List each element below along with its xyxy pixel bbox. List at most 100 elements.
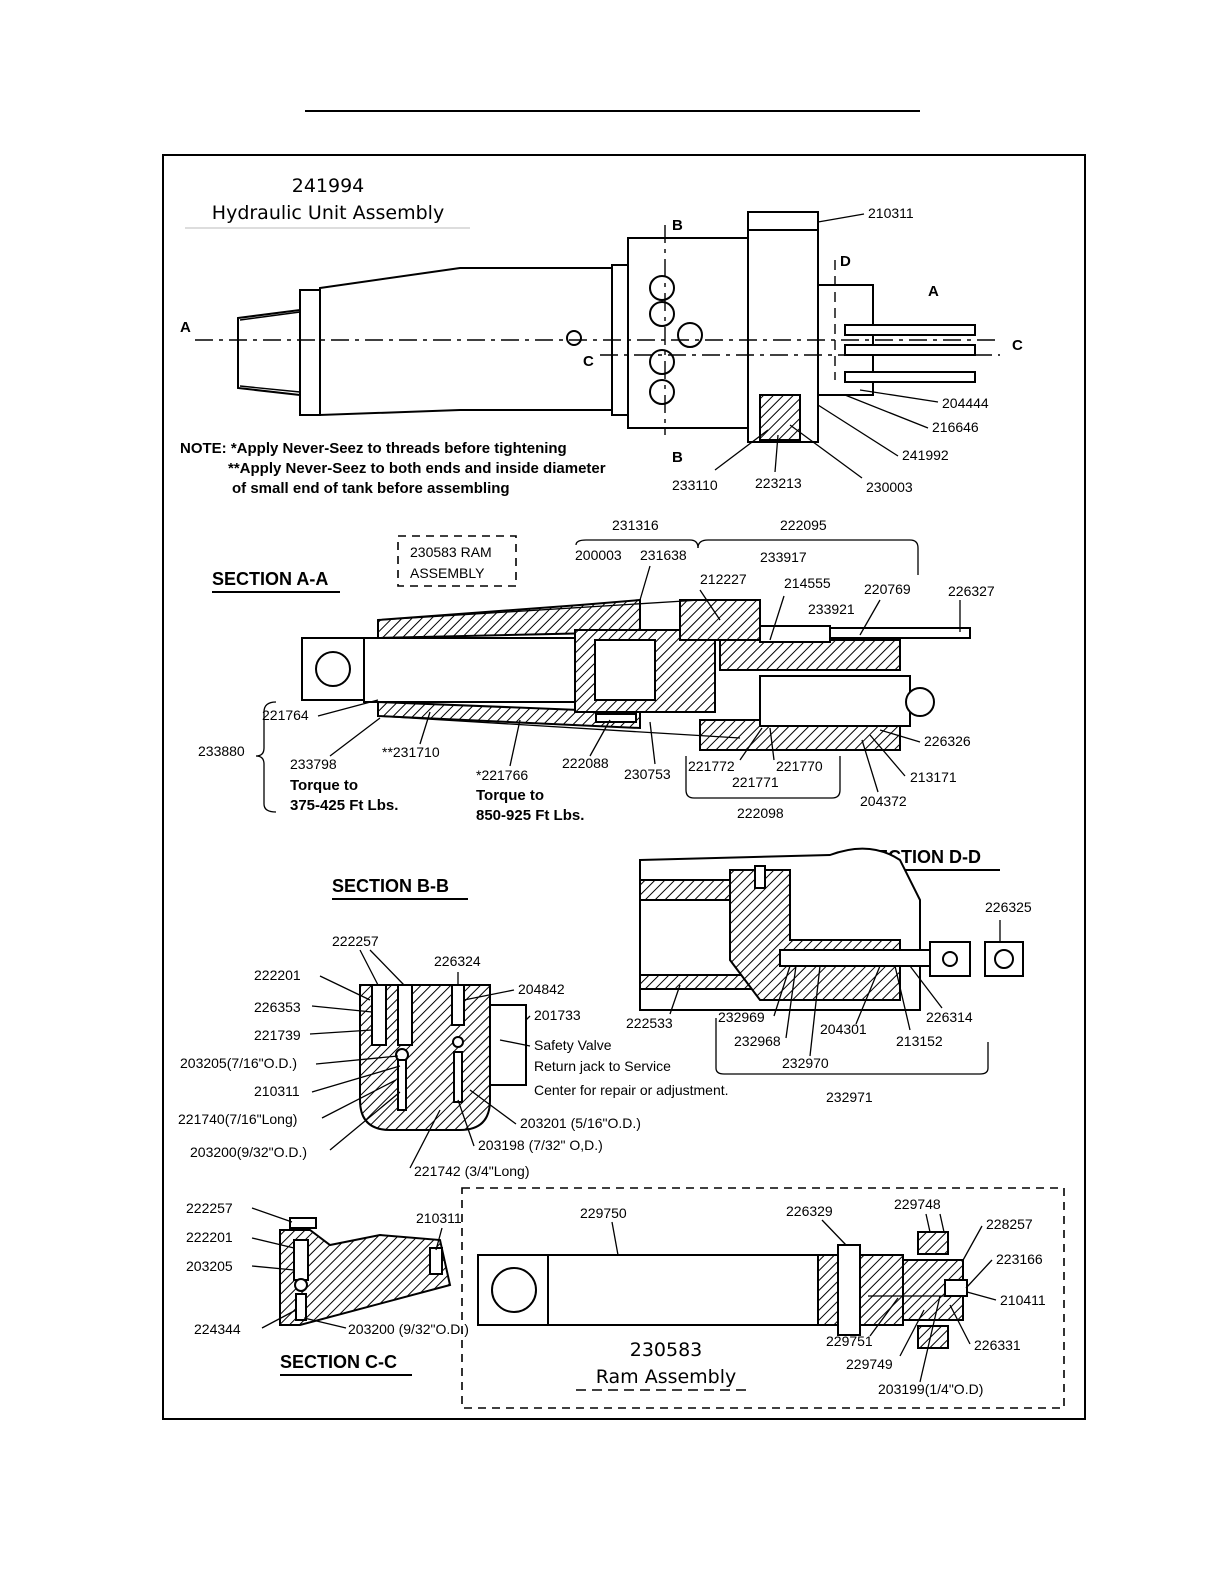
callout-bb-222201: 222201 — [254, 967, 301, 983]
callout-223213: 223213 — [755, 475, 802, 491]
section-cc-callouts: 222257 222201 203205 210311 224344 20320… — [186, 1200, 469, 1337]
callout-233880: 233880 — [198, 743, 245, 759]
callout-dd-232970: 232970 — [782, 1055, 829, 1071]
torque-2-line-2: 850-925 Ft Lbs. — [476, 807, 584, 824]
callout-cc-222201: 222201 — [186, 1229, 233, 1245]
callout-213171: 213171 — [910, 769, 957, 785]
callout-221770: 221770 — [776, 758, 823, 774]
callout-216646: 216646 — [932, 419, 979, 435]
top-view-leaders — [714, 213, 939, 479]
callout-204372: 204372 — [860, 793, 907, 809]
callout-221772: 221772 — [688, 758, 735, 774]
note-line-2: **Apply Never-Seez to both ends and insi… — [228, 460, 606, 477]
ram-assembly-callouts: 229750 226329 229748 228257 223166 21041… — [576, 1196, 1046, 1397]
safety-valve-line-1: Safety Valve — [534, 1037, 612, 1053]
callout-221764: 221764 — [262, 707, 309, 723]
callout-229750: 229750 — [580, 1205, 627, 1221]
callout-223166: 223166 — [996, 1251, 1043, 1267]
torque-1-line-1: Torque to — [290, 777, 358, 794]
callout-cc-210311: 210311 — [416, 1210, 462, 1226]
torque-1-line-2: 375-425 Ft Lbs. — [290, 797, 398, 814]
header-rule — [305, 110, 920, 112]
callout-222088: 222088 — [562, 755, 609, 771]
callout-233798: 233798 — [290, 756, 337, 772]
section-marker-d: D — [840, 253, 851, 270]
callout-dd-204301: 204301 — [820, 1021, 867, 1037]
callout-203199: 203199(1/4"O.D) — [878, 1381, 983, 1397]
callout-dd-232971: 232971 — [826, 1089, 873, 1105]
callout-230003: 230003 — [866, 479, 913, 495]
callout-bb-203205: 203205(7/16"O.D.) — [180, 1055, 297, 1071]
callout-bb-226324: 226324 — [434, 953, 481, 969]
safety-valve-line-3: Center for repair or adjustment. — [534, 1082, 729, 1098]
section-cc-heading: SECTION C-C — [280, 1352, 397, 1372]
ram-assembly-drawing — [477, 1231, 968, 1349]
callout-dd-232968: 232968 — [734, 1033, 781, 1049]
callout-dd-213152: 213152 — [896, 1033, 943, 1049]
ram-assembly-number: 230583 — [630, 1339, 703, 1361]
callout-226329: 226329 — [786, 1203, 833, 1219]
callout-231638: 231638 — [640, 547, 687, 563]
callout-221766: *221766 — [476, 767, 528, 783]
callout-cc-203200: 203200 (9/32"O.D.) — [348, 1321, 469, 1337]
ram-assembly-title: Ram Assembly — [596, 1366, 737, 1388]
callout-229748: 229748 — [894, 1196, 941, 1212]
callout-bb-204842: 204842 — [518, 981, 565, 997]
section-marker-b-top: B — [672, 217, 683, 234]
callout-bb-203198: 203198 (7/32" O,D.) — [478, 1137, 603, 1153]
callout-228257: 228257 — [986, 1216, 1033, 1232]
assembly-title: Hydraulic Unit Assembly — [212, 202, 444, 224]
callout-200003: 200003 — [575, 547, 622, 563]
section-marker-a-left: A — [180, 319, 191, 336]
callout-cc-203205: 203205 — [186, 1258, 233, 1274]
callout-204444: 204444 — [942, 395, 989, 411]
section-aa-callouts: 231316 222095 200003 231638 233917 21222… — [198, 517, 995, 824]
callout-dd-226325: 226325 — [985, 899, 1032, 915]
callout-229751: 229751 — [826, 1333, 873, 1349]
callout-230753: 230753 — [624, 766, 671, 782]
callout-bb-221742: 221742 (3/4"Long) — [414, 1163, 530, 1179]
callout-222095: 222095 — [780, 517, 827, 533]
callout-bb-221740: 221740(7/16"Long) — [178, 1111, 297, 1127]
callout-226326: 226326 — [924, 733, 971, 749]
section-bb-callouts: 222257 226324 222201 204842 226353 20173… — [178, 933, 729, 1179]
ram-box-line-1: 230583 RAM — [410, 544, 492, 560]
section-aa-drawing — [301, 598, 971, 751]
section-marker-b-bottom: B — [672, 449, 683, 466]
callout-214555: 214555 — [784, 575, 831, 591]
callout-233917: 233917 — [760, 549, 807, 565]
safety-valve-line-2: Return jack to Service — [534, 1058, 671, 1074]
section-marker-c-right: C — [1012, 337, 1023, 354]
section-cc-drawing — [279, 1217, 452, 1326]
callout-212227: 212227 — [700, 571, 747, 587]
callout-233110: 233110 — [672, 477, 718, 493]
callout-bb-203201: 203201 (5/16"O.D.) — [520, 1115, 641, 1131]
callout-231316: 231316 — [612, 517, 659, 533]
callout-226327: 226327 — [948, 583, 995, 599]
callout-221771: 221771 — [732, 774, 779, 790]
callout-210311: 210311 — [868, 205, 914, 221]
callout-210411: 210411 — [1000, 1292, 1046, 1308]
section-dd-drawing — [639, 847, 1024, 1011]
top-view-drawing — [195, 211, 1000, 443]
callout-bb-203200: 203200(9/32"O.D.) — [190, 1144, 307, 1160]
callout-233921: 233921 — [808, 601, 855, 617]
section-aa-heading: SECTION A-A — [212, 569, 328, 589]
callout-bb-201733: 201733 — [534, 1007, 581, 1023]
note-line-1: NOTE: *Apply Never-Seez to threads befor… — [180, 440, 567, 457]
callout-cc-224344: 224344 — [194, 1321, 241, 1337]
section-marker-c-left: C — [583, 353, 594, 370]
assembly-number: 241994 — [292, 175, 365, 197]
torque-2-line-1: Torque to — [476, 787, 544, 804]
ram-box-line-2: ASSEMBLY — [410, 565, 485, 581]
callout-cc-222257: 222257 — [186, 1200, 233, 1216]
ram-assembly-box — [461, 1187, 1065, 1409]
callout-dd-222533: 222533 — [626, 1015, 673, 1031]
callout-222098: 222098 — [737, 805, 784, 821]
callout-bb-221739: 221739 — [254, 1027, 301, 1043]
callout-220769: 220769 — [864, 581, 911, 597]
callout-bb-226353: 226353 — [254, 999, 301, 1015]
section-bb-heading: SECTION B-B — [332, 876, 449, 896]
callout-dd-226314: 226314 — [926, 1009, 973, 1025]
